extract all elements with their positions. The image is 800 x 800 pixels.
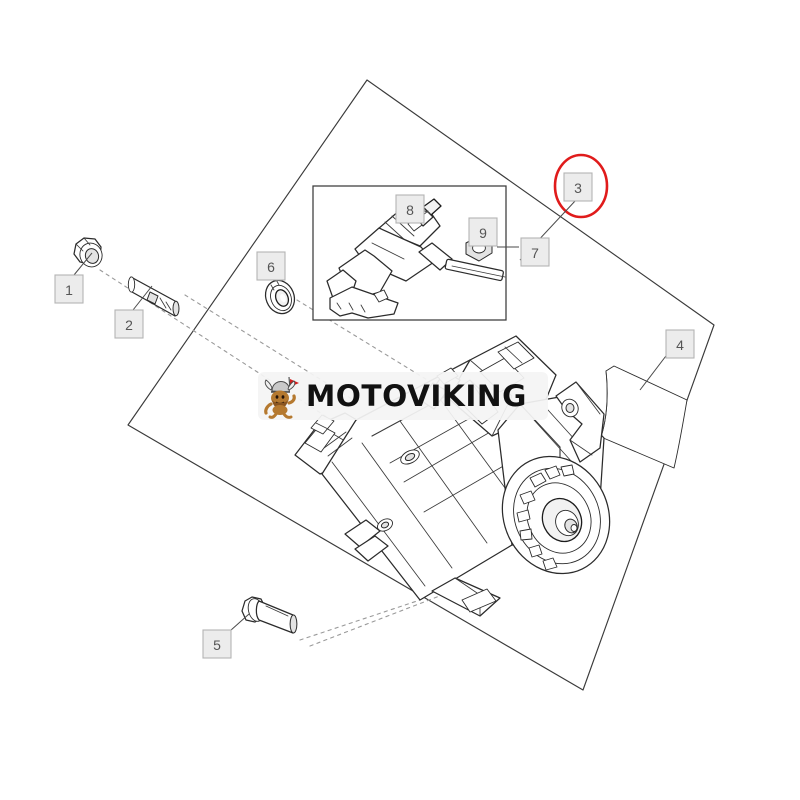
solenoid-assembly-drawing — [326, 198, 506, 319]
callout-box-5[interactable] — [202, 629, 232, 659]
callout-label-3: 3 — [574, 180, 582, 196]
callout-label-8: 8 — [406, 202, 414, 218]
callout-box-7[interactable] — [520, 237, 550, 267]
callout-box-8[interactable] — [395, 194, 425, 224]
callout-5[interactable]: 5 — [202, 629, 232, 659]
callout-boxes: 1 2 3 4 5 6 7 8 9 — [54, 172, 695, 659]
callout-8[interactable]: 8 — [395, 194, 425, 224]
callout-box-2[interactable] — [114, 309, 144, 339]
part-flange-nut — [73, 237, 103, 268]
part-bushing-washer — [264, 279, 296, 315]
callout-label-5: 5 — [213, 637, 221, 653]
part-heat-shield — [600, 365, 688, 469]
callout-box-6[interactable] — [256, 251, 286, 281]
callout-1[interactable]: 1 — [54, 274, 84, 304]
callout-box-4[interactable] — [665, 329, 695, 359]
starter-motor-assembly — [294, 335, 611, 617]
callout-2[interactable]: 2 — [114, 309, 144, 339]
callout-3[interactable]: 3 — [563, 172, 593, 202]
diagram-frame — [127, 79, 715, 691]
callout-label-6: 6 — [267, 259, 275, 275]
callout-label-7: 7 — [531, 245, 539, 261]
callout-6[interactable]: 6 — [256, 251, 286, 281]
part-stud-bolt — [127, 276, 180, 317]
callout-7[interactable]: 7 — [520, 237, 550, 267]
highlight-ellipse-callout-3 — [553, 153, 609, 219]
callout-label-4: 4 — [676, 337, 684, 353]
callout-box-3[interactable] — [563, 172, 593, 202]
callout-label-9: 9 — [479, 225, 487, 241]
callout-label-1: 1 — [65, 282, 73, 298]
callout-9[interactable]: 9 — [468, 217, 498, 247]
callout-4[interactable]: 4 — [665, 329, 695, 359]
callout-label-2: 2 — [125, 317, 133, 333]
callout-box-1[interactable] — [54, 274, 84, 304]
part-hex-bolt — [241, 596, 298, 634]
callout-box-9[interactable] — [468, 217, 498, 247]
